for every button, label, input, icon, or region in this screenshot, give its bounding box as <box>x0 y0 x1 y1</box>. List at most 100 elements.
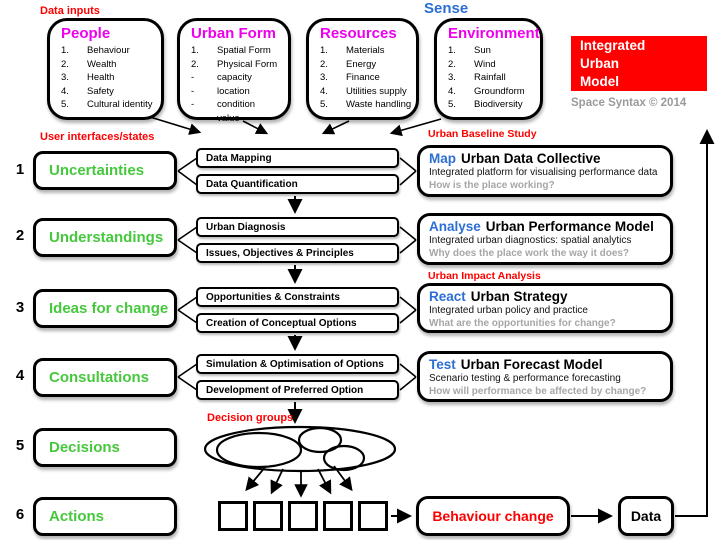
action-square <box>358 501 388 531</box>
item-marker: - <box>191 85 195 97</box>
item-text: Utilities supply <box>346 85 407 97</box>
top-input-arrows <box>149 116 442 137</box>
item-marker: 4. <box>320 85 328 97</box>
row-number-4: 4 <box>15 367 25 384</box>
row-number-1: 1 <box>15 161 25 178</box>
urban-form-title: Urban Form <box>191 25 277 42</box>
list-item: 4.Safety <box>61 85 157 99</box>
action-square <box>288 501 318 531</box>
item-marker: 1. <box>191 45 199 56</box>
process-box-preferred-option: Development of Preferred Option <box>196 380 399 400</box>
list-item: 3. Finance <box>320 71 412 85</box>
item-marker: 2. <box>61 58 69 70</box>
row-number-5: 5 <box>15 437 25 454</box>
item-text: Rainfall <box>474 72 506 83</box>
item-marker: 1. <box>61 45 69 56</box>
item-text: Wealth <box>87 58 117 70</box>
react-tag: React <box>429 289 466 304</box>
state-box-uncertainties: Uncertainties <box>33 151 177 190</box>
model-question: What are the opportunities for change? <box>429 317 616 329</box>
item-marker: 1. <box>320 45 328 56</box>
process-box-simulation-optimisation: Simulation & Optimisation of Options <box>196 354 399 374</box>
list-item: 2. Wealth <box>61 58 157 72</box>
item-marker: 3. <box>448 72 456 83</box>
state-label: Uncertainties <box>49 162 145 179</box>
state-box-actions: Actions <box>33 497 177 536</box>
list-item: -capacity <box>191 71 284 85</box>
list-item: 5.Biodiversity <box>448 98 536 112</box>
banner-line: Model <box>580 74 619 89</box>
item-text: Energy <box>346 58 377 70</box>
environment-title: Environment <box>448 25 540 42</box>
urban-baseline-study-label: Urban Baseline Study <box>428 128 537 140</box>
banner-line: Urban <box>580 56 620 71</box>
item-text: Finance <box>346 72 380 83</box>
state-box-ideas-for-change: Ideas for change <box>33 289 177 328</box>
model-title-text: Urban Forecast Model <box>460 357 603 372</box>
list-item: 1. Behaviour <box>61 44 157 58</box>
environment-box: Environment 1.Sun 2.Wind 3.Rainfall 4.Gr… <box>434 18 543 120</box>
banner-line: Integrated <box>580 38 646 53</box>
data-inputs-label: Data inputs <box>40 5 100 17</box>
people-box: People 1.Behaviour 2.Wealth 3.Health 4.S… <box>47 18 164 120</box>
process-box-conceptual-options: Creation of Conceptual Options <box>196 313 399 333</box>
item-text: Behaviour <box>87 45 130 56</box>
item-text: Spatial Form <box>217 45 271 56</box>
state-box-consultations: Consultations <box>33 358 177 397</box>
list-item: 3. Rainfall <box>448 71 536 85</box>
process-box-issues-objectives: Issues, Objectives & Principles <box>196 243 399 263</box>
state-process-connectors <box>177 157 417 391</box>
people-title: People <box>61 25 111 42</box>
item-text: capacity <box>217 72 252 83</box>
item-text: Biodiversity <box>474 99 523 110</box>
urban-form-box: Urban Form 1.Spatial Form 2.Physical For… <box>177 18 291 124</box>
process-box-opportunities-constraints: Opportunities & Constraints <box>196 287 399 307</box>
model-desc: Integrated urban policy and practice <box>429 305 588 316</box>
state-box-understandings: Understandings <box>33 218 177 257</box>
item-text: condition <box>217 99 256 110</box>
item-text: Waste handling <box>346 99 412 110</box>
data-box: Data <box>618 496 674 536</box>
item-text: Sun <box>474 45 491 56</box>
list-item: -location <box>191 85 284 99</box>
user-interfaces-label: User interfaces/states <box>40 131 155 143</box>
state-label: Actions <box>49 508 105 525</box>
item-marker: 3. <box>61 72 69 83</box>
item-marker: 4. <box>61 85 69 97</box>
process-box-data-quantification: Data Quantification <box>196 174 399 194</box>
state-label: Consultations <box>49 369 149 386</box>
model-question: Why does the place work the way it does? <box>429 247 630 259</box>
list-item: 5. Waste handling <box>320 98 412 112</box>
action-square <box>323 501 353 531</box>
item-marker: 2. <box>320 58 328 70</box>
item-marker: - <box>191 112 195 124</box>
list-item: -condition <box>191 98 284 112</box>
model-desc: Integrated urban diagnostics: spatial an… <box>429 235 632 246</box>
item-marker: 5. <box>320 99 328 110</box>
decision-fan-arrows <box>245 465 353 498</box>
behaviour-change-box: Behaviour change <box>416 496 570 536</box>
state-label: Decisions <box>49 439 120 456</box>
item-text: Groundform <box>474 85 525 97</box>
state-label: Ideas for change <box>49 300 169 317</box>
feedback-loop-arrow <box>675 129 715 517</box>
item-marker: 1. <box>448 45 456 56</box>
list-item: 2. Energy <box>320 58 412 72</box>
model-desc: Integrated platform for visualising perf… <box>429 167 658 178</box>
item-marker: 4. <box>448 85 456 97</box>
item-marker: 2. <box>191 58 199 70</box>
list-item: -value <box>191 112 284 126</box>
copyright-text: Space Syntax © 2014 <box>571 97 687 109</box>
state-box-decisions: Decisions <box>33 428 177 467</box>
item-marker: 5. <box>61 99 69 110</box>
item-marker: 3. <box>320 72 328 83</box>
item-marker: 2. <box>448 58 456 70</box>
row-number-3: 3 <box>15 299 25 316</box>
list-item: 4. Utilities supply <box>320 85 412 99</box>
urban-impact-analysis-label: Urban Impact Analysis <box>428 270 541 282</box>
